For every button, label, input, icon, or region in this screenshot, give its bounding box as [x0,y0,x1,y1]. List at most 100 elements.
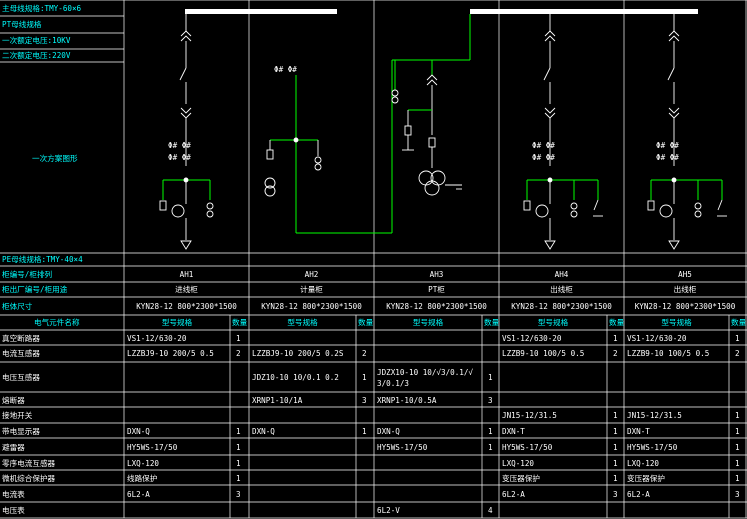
cabinet-use: 出线柜 [674,284,697,294]
model-column-header: 型号规格 [413,317,444,327]
factory-no-label: 柜出厂编号/柜用途 [2,284,68,294]
component-model: LXQ-120 [627,459,659,468]
busbar-right [470,9,698,14]
cabinet-size: KYN28-12 800*2300*1500 [386,302,487,311]
cabinet-no-label: 柜编号/柜排列 [2,269,53,279]
component-model: 6L2-V [377,506,400,515]
component-name: 熔断器 [2,395,25,405]
component-qty: 2 [613,349,618,358]
qty-column-header: 数量 [484,317,500,327]
component-qty: 3 [236,490,241,499]
component-model: HY5WS-17/50 [627,443,678,452]
component-model: 变压器保护 [627,473,665,483]
component-qty: 1 [735,411,740,420]
component-model: 变压器保护 [502,473,540,483]
cabinet-no: AH1 [180,270,194,279]
primary-voltage-label: 一次额定电压:10KV [2,35,71,45]
cabinet-size: KYN28-12 800*2300*1500 [635,302,736,311]
component-model: DXN-T [502,427,525,436]
component-name-header: 电气元件名称 [34,317,80,327]
component-qty: 1 [236,427,241,436]
component-model: LXQ-120 [502,459,534,468]
model-column-header: 型号规格 [538,317,569,327]
cabinet-headers: AH1 进线柜 KYN28-12 800*2300*1500 型号规格 数量 AH2 计量柜… [136,270,746,327]
component-qty: 1 [488,373,493,382]
component-model: LXQ-120 [127,459,159,468]
model-column-header: 型号规格 [661,317,692,327]
cabinet-no: AH5 [678,270,692,279]
component-qty: 1 [236,459,241,468]
component-model: VS1-12/630-20 [502,334,562,343]
left-labels: 主母线规格:TMY-60×6 PT母线规格 一次额定电压:10KV 二次额定电压… [2,3,83,327]
svg-text:Φ# Φ#: Φ# Φ# [168,141,191,150]
scheme-ah3 [391,60,462,196]
component-model: 6L2-A [627,490,650,499]
model-column-header: 型号规格 [287,317,318,327]
component-model: XRNP1-10/1A [252,396,303,405]
svg-text:Φ# Φ#: Φ# Φ# [168,153,191,162]
scheme-ah2: Φ# Φ# [264,14,471,234]
component-qty: 3 [735,490,740,499]
component-model: LZZB9-10 100/5 0.5 [627,349,709,358]
cabinet-use: 进线柜 [175,284,198,294]
svg-text:Φ# Φ#: Φ# Φ# [532,141,555,150]
component-qty: 1 [362,427,367,436]
component-model: JN15-12/31.5 [502,411,557,420]
component-qty: 2 [236,349,241,358]
cabinet-no: AH2 [305,270,319,279]
component-name: 微机综合保护器 [2,473,56,483]
component-qty: 1 [613,334,618,343]
scheme-ah4: Φ# Φ# Φ# Φ# [523,14,603,250]
component-model: LZZB9-10 100/5 0.5 [502,349,584,358]
component-model: VS1-12/630-20 [627,334,687,343]
component-qty: 1 [236,443,241,452]
component-name: 避雷器 [2,442,25,452]
component-model: VS1-12/630-20 [127,334,187,343]
component-model: DXN-Q [377,427,400,436]
component-qty: 1 [735,459,740,468]
component-qty: 1 [735,474,740,483]
cabinet-use: 出线柜 [550,284,573,294]
cabinet-size-label: 柜体尺寸 [2,301,33,311]
busbar-left [185,9,337,14]
component-name: 接地开关 [2,410,33,420]
scheme-ah1: Φ# Φ# Φ# Φ# [159,14,214,250]
cabinet-no: AH4 [555,270,569,279]
component-qty: 1 [488,427,493,436]
qty-column-header: 数量 [731,317,747,327]
component-model: 线路保护 [127,473,158,483]
component-qty: 1 [236,474,241,483]
component-qty: 1 [613,459,618,468]
component-model: 6L2-A [127,490,150,499]
component-name: 电压表 [2,505,25,515]
component-qty: 1 [488,443,493,452]
component-model: DXN-Q [127,427,150,436]
cabinet-size: KYN28-12 800*2300*1500 [511,302,612,311]
component-qty: 1 [362,373,367,382]
pt-busbar-label: PT母线规格 [2,19,42,29]
component-qty: 3 [488,396,493,405]
component-qty: 2 [735,349,740,358]
component-qty: 1 [613,411,618,420]
component-qty: 1 [735,427,740,436]
component-name: 电压互感器 [2,372,40,382]
component-model: 6L2-A [502,490,525,499]
svg-text:Φ# Φ#: Φ# Φ# [532,153,555,162]
component-model: DXN-T [627,427,650,436]
component-model: LZZBJ9-10 200/5 0.2S [252,349,344,358]
cabinet-use: 计量柜 [300,284,323,294]
qty-column-header: 数量 [232,317,248,327]
component-qty: 3 [613,490,618,499]
component-name: 零序电流互感器 [2,458,56,468]
component-model: JDZ10-10 10/0.1 0.2 [252,373,339,382]
svg-text:Φ# Φ#: Φ# Φ# [274,65,297,74]
scheme-label: 一次方案图形 [32,153,78,163]
svg-text:Φ# Φ#: Φ# Φ# [656,141,679,150]
component-qty: 4 [488,506,493,515]
cabinet-size: KYN28-12 800*2300*1500 [261,302,362,311]
component-model: HY5WS-17/50 [127,443,178,452]
component-qty: 3 [362,396,367,405]
